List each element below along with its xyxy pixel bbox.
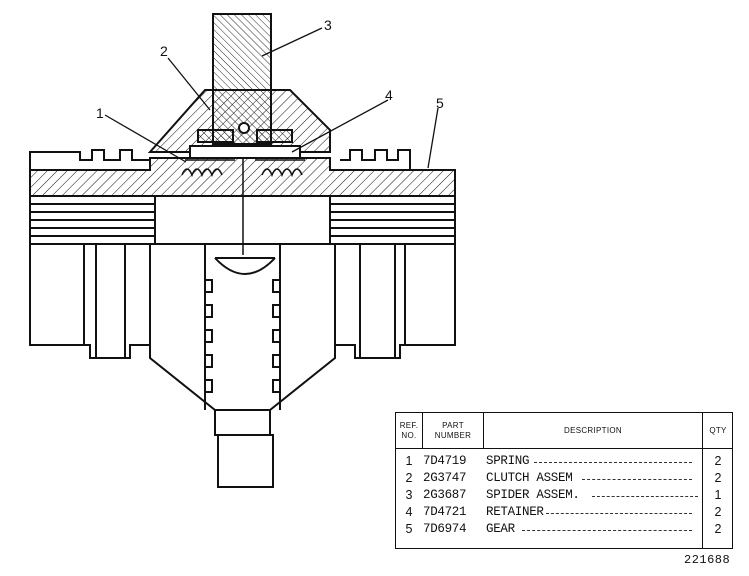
callout-1: 1 — [96, 105, 104, 121]
spring-coils — [181, 159, 305, 178]
header-qty: QTY — [709, 425, 727, 435]
row-qty: 2 — [714, 505, 722, 519]
row-qty: 2 — [714, 454, 722, 468]
output-shaft — [214, 410, 271, 436]
right-lower-housing — [334, 244, 456, 359]
header-ref-line1: REF. — [399, 420, 419, 430]
callout-4: 4 — [385, 87, 393, 103]
leader-2 — [167, 57, 211, 111]
inner-shaft-spline-right — [272, 279, 280, 393]
header-part-line2: NUMBER — [434, 430, 472, 440]
header-ref-line2: NO. — [401, 430, 417, 440]
row-qty: 2 — [714, 471, 722, 485]
shaft-cup — [214, 257, 276, 275]
left-hub-splines — [29, 195, 156, 245]
leader-3 — [261, 27, 323, 57]
row-qty: 2 — [714, 522, 722, 536]
table-row: 4 7D4721 RETAINER 2 — [396, 504, 732, 521]
retainer — [189, 145, 301, 159]
qty-divider — [702, 413, 703, 548]
row-part-number: 7D4719 — [423, 454, 467, 468]
center-body-taper — [149, 244, 336, 411]
table-row: 3 2G3687 SPIDER ASSEM. 1 — [396, 487, 732, 504]
row-qty: 1 — [714, 488, 722, 502]
inner-shaft — [204, 244, 281, 410]
spring-block-right — [256, 129, 293, 143]
callout-2: 2 — [160, 43, 168, 59]
row-part-number: 2G3747 — [423, 471, 467, 485]
figure-number: 221688 — [684, 553, 731, 567]
row-part-number: 2G3687 — [423, 488, 467, 502]
spring-block-left — [197, 129, 234, 143]
row-ref: 2 — [405, 471, 413, 485]
header-part-line1: PART — [442, 420, 464, 430]
gear-top-teeth — [29, 149, 411, 170]
output-shaft-end — [217, 434, 274, 488]
right-hub-splines — [329, 195, 456, 245]
callout-3: 3 — [324, 17, 332, 33]
row-ref: 1 — [405, 454, 413, 468]
leader-1 — [104, 114, 187, 163]
row-part-number: 7D4721 — [423, 505, 467, 519]
inner-shaft-spline-left — [205, 279, 213, 393]
row-description: SPRING — [486, 454, 530, 468]
leader-4 — [291, 99, 389, 153]
header-description: DESCRIPTION — [564, 425, 622, 435]
spider-post — [212, 13, 272, 145]
table-rows: 1 7D4719 SPRING 2 2 2G3747 CLUTCH ASSEM … — [396, 453, 732, 538]
callout-5: 5 — [436, 95, 444, 111]
leader-5 — [427, 107, 439, 169]
row-description: SPIDER ASSEM. — [486, 488, 580, 502]
table-row: 1 7D4719 SPRING 2 — [396, 453, 732, 470]
left-lower-housing — [29, 244, 151, 359]
table-row: 2 2G3747 CLUTCH ASSEM 2 — [396, 470, 732, 487]
row-part-number: 7D6974 — [423, 522, 467, 536]
row-ref: 4 — [405, 505, 413, 519]
header-ref-no: REF.NO. — [396, 413, 422, 448]
row-description: CLUTCH ASSEM — [486, 471, 573, 485]
row-ref: 3 — [405, 488, 413, 502]
row-description: GEAR — [486, 522, 515, 536]
table-row: 5 7D6974 GEAR 2 — [396, 521, 732, 538]
row-ref: 5 — [405, 522, 413, 536]
row-description: RETAINER — [486, 505, 544, 519]
